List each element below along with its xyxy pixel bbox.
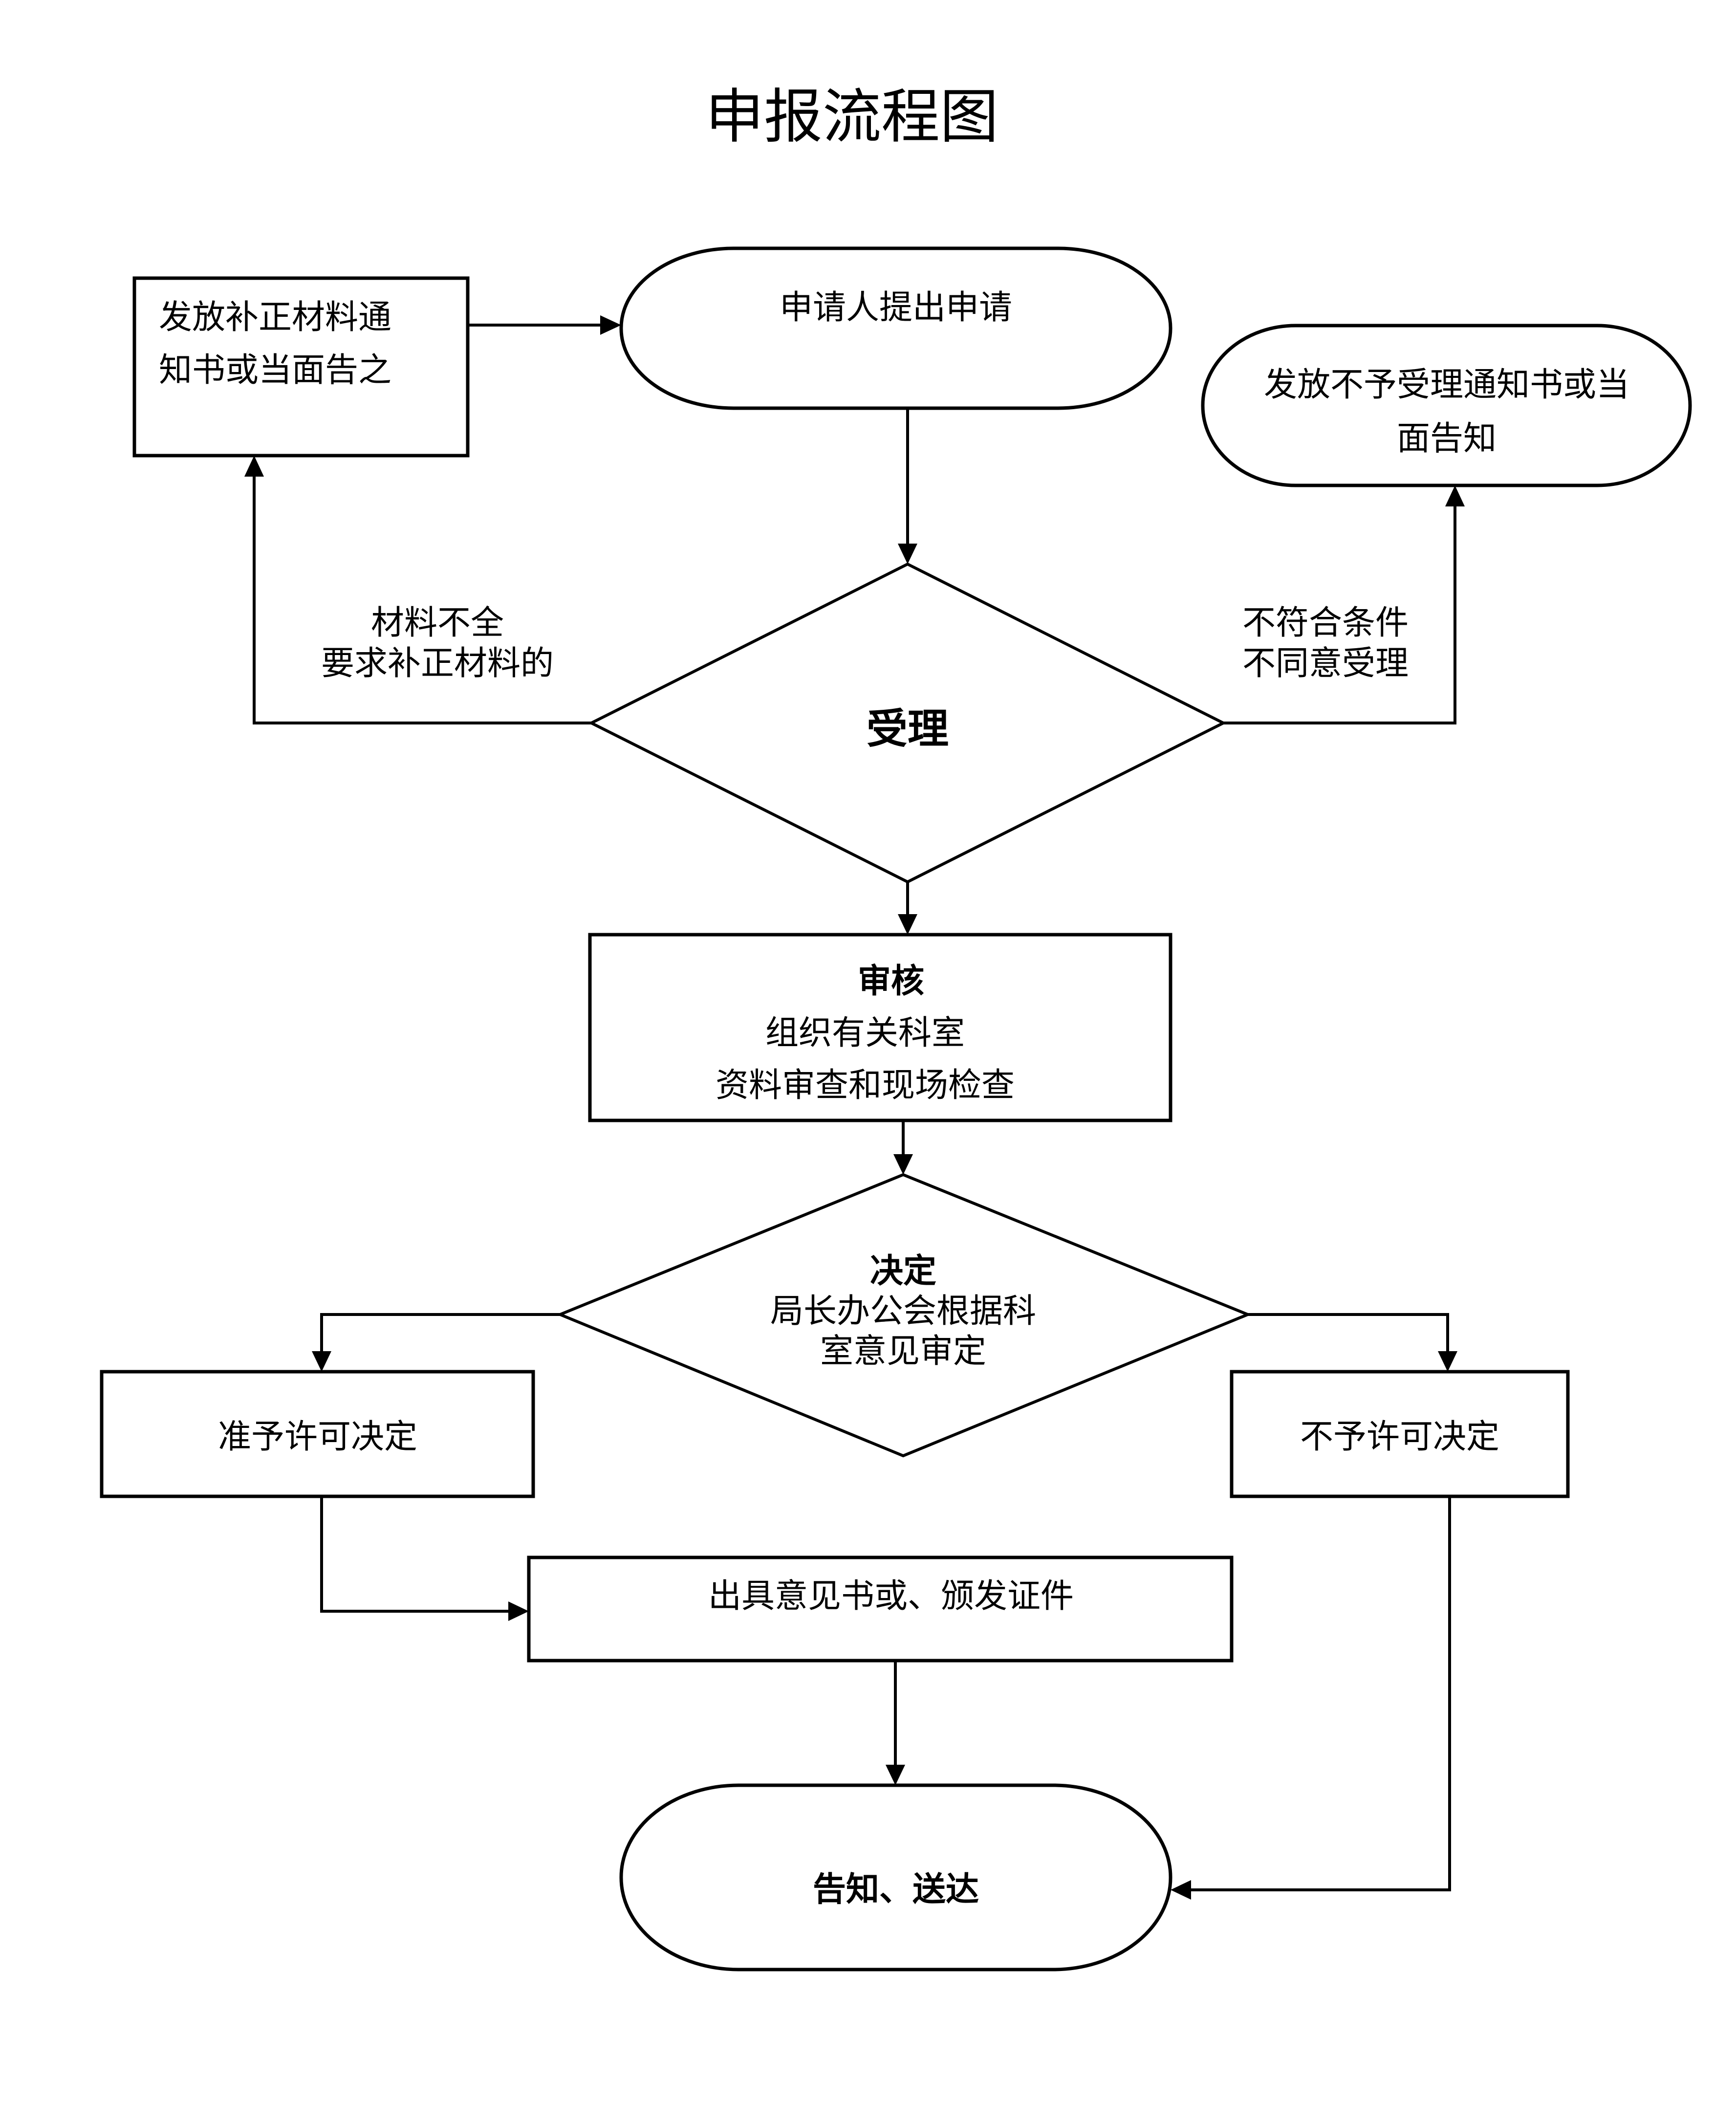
edge-start-to-acceptance [898, 408, 917, 564]
edge-decision-to-approve [312, 1313, 560, 1372]
decision-line-1: 局长办公会根据科 [770, 1292, 1036, 1331]
acceptance-label: 受理 [867, 704, 949, 753]
node-end[interactable]: 告知、送达 [619, 1783, 1172, 1972]
reject-notice-line-1: 发放不予受理通知书或当 [1264, 366, 1629, 404]
supplement-notice-line-2: 知书或当面告之 [159, 351, 391, 390]
edge-decision-to-deny [1248, 1313, 1457, 1372]
node-review[interactable]: 审核 组织有关科室 资料审查和现场检查 [588, 933, 1172, 1122]
arrowhead-icon [1438, 1351, 1457, 1372]
arrowhead-icon [898, 914, 917, 935]
decision-line-2: 室意见审定 [820, 1332, 986, 1371]
node-acceptance[interactable]: 受理 [588, 562, 1227, 884]
node-supplement-notice[interactable]: 发放补正材料通 知书或当面告之 [132, 276, 470, 458]
edge-label-not-eligible-line-2: 不同意受理 [1242, 644, 1409, 683]
edge-acceptance-to-review [898, 882, 917, 935]
start-label: 申请人提出申请 [780, 288, 1012, 327]
edge-deny-to-end [1171, 1496, 1451, 1900]
edge-issue-to-end [886, 1661, 905, 1785]
edge-label-not-eligible-line-1: 不符合条件 [1242, 604, 1409, 642]
supplement-notice-line-1: 发放补正材料通 [159, 298, 391, 337]
decision-heading: 决定 [870, 1251, 936, 1291]
review-line-2: 资料审查和现场检查 [716, 1066, 1015, 1105]
node-issue[interactable]: 出具意见书或、颁发证件 [527, 1555, 1234, 1663]
arrowhead-icon [898, 544, 917, 564]
approve-label: 准予许可决定 [218, 1418, 417, 1456]
end-label: 告知、送达 [813, 1870, 979, 1909]
arrowhead-icon [244, 456, 264, 477]
arrowhead-icon [508, 1601, 529, 1621]
arrowhead-icon [1171, 1880, 1191, 1900]
edge-supplement-to-start [468, 315, 621, 335]
arrowhead-icon [886, 1765, 905, 1785]
edge-label-incomplete-line-1: 材料不全 [371, 604, 504, 642]
arrowhead-icon [312, 1351, 331, 1372]
arrowhead-icon [1445, 485, 1465, 506]
edge-label-incomplete-line-2: 要求补正材料的 [321, 644, 554, 683]
node-decision[interactable]: 决定 局长办公会根据科 室意见审定 [556, 1173, 1252, 1458]
review-heading: 审核 [858, 962, 924, 1001]
reject-notice-line-2: 面告知 [1397, 419, 1497, 458]
node-reject-notice[interactable]: 发放不予受理通知书或当 面告知 [1201, 324, 1692, 487]
review-line-1: 组织有关科室 [765, 1014, 965, 1052]
page-title: 申报流程图 [705, 83, 998, 151]
issue-label: 出具意见书或、颁发证件 [708, 1577, 1074, 1616]
edge-review-to-decision [893, 1120, 913, 1175]
arrowhead-icon [893, 1154, 913, 1175]
arrowhead-icon [600, 315, 621, 335]
node-start[interactable]: 申请人提出申请 [619, 246, 1172, 410]
edge-acceptance-to-reject [1223, 485, 1465, 724]
node-deny[interactable]: 不予许可决定 [1230, 1370, 1570, 1498]
edge-acceptance-to-supplement [244, 456, 591, 724]
edge-approve-to-issue [320, 1496, 529, 1621]
deny-label: 不予许可决定 [1300, 1418, 1499, 1456]
node-approve[interactable]: 准予许可决定 [100, 1370, 535, 1498]
